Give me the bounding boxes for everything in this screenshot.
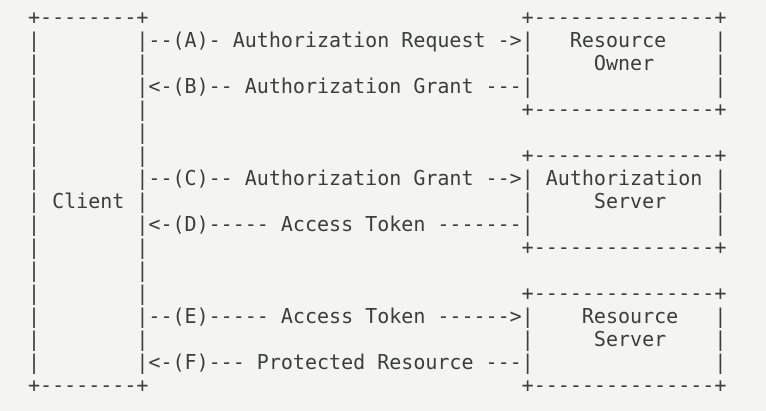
ascii-art-text: +--------+ +---------------+ | |--(A)- A…: [28, 5, 727, 397]
